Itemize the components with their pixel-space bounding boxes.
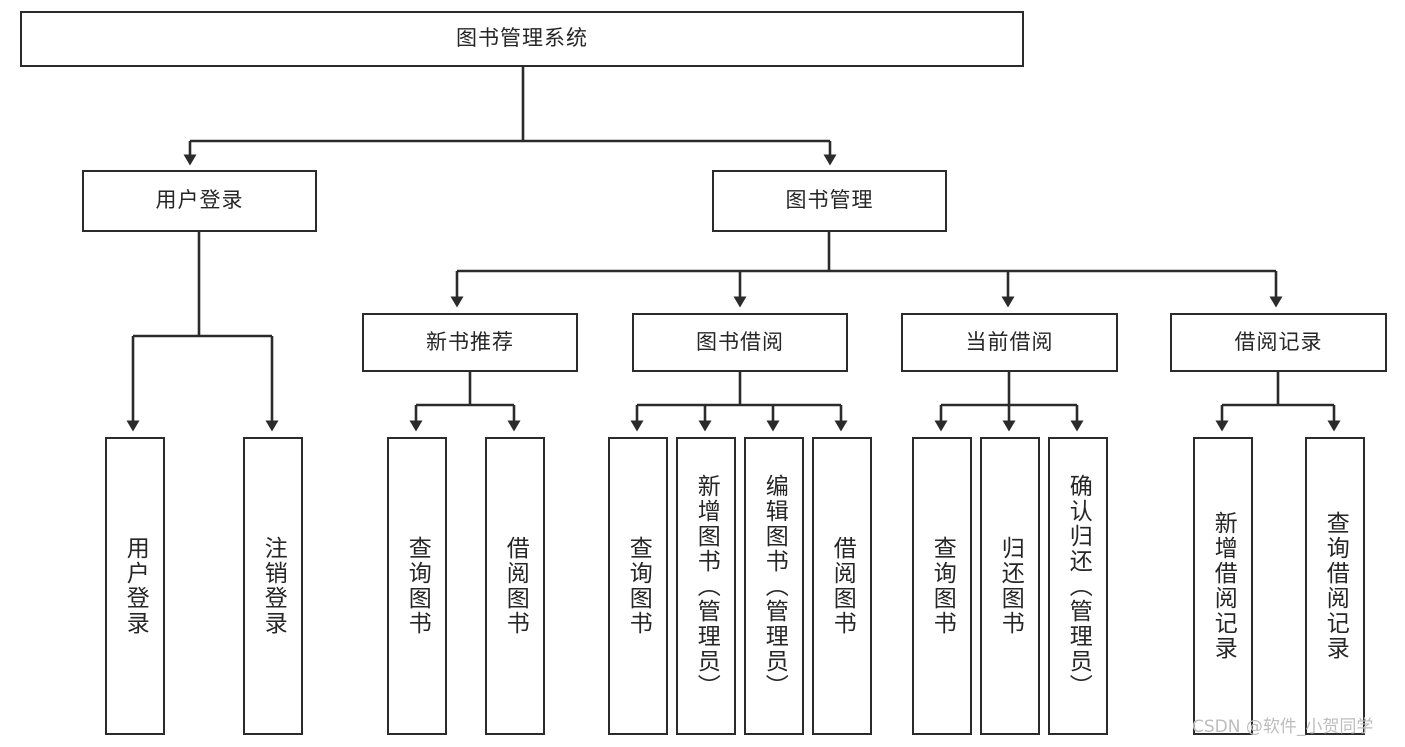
leaf-query-book-recommend[interactable]: 查询图书 [387,437,447,735]
node-label: 借阅图书 [829,536,856,636]
node-label: 用户登录 [155,188,244,213]
leaf-add-book-admin[interactable]: 新增图书（管理员） [676,437,736,735]
node-label: 图书管理 [785,188,874,213]
csdn-watermark: CSDN @软件_小贺同学 [1192,717,1374,737]
leaf-user-login[interactable]: 用户登录 [105,437,165,735]
node-label: 归还图书 [997,536,1024,636]
node-label: 确认归还（管理员） [1065,473,1092,699]
node-new-book-recommend[interactable]: 新书推荐 [362,313,578,372]
node-label: 图书管理系统 [456,26,588,51]
node-label: 借阅图书 [502,536,529,636]
node-label: 查询图书 [404,536,431,636]
node-label: 编辑图书（管理员） [761,473,788,699]
node-book-management[interactable]: 图书管理 [712,170,947,232]
leaf-borrow-book[interactable]: 借阅图书 [812,437,872,735]
leaf-borrow-book-recommend[interactable]: 借阅图书 [485,437,545,735]
node-label: 图书借阅 [696,329,784,354]
leaf-add-borrow-record[interactable]: 新增借阅记录 [1193,437,1253,735]
leaf-query-borrow-record[interactable]: 查询借阅记录 [1305,437,1365,735]
leaf-query-book-borrow[interactable]: 查询图书 [608,437,668,735]
leaf-confirm-return-admin[interactable]: 确认归还（管理员） [1048,437,1108,735]
node-label: 查询图书 [929,536,956,636]
node-borrow-records[interactable]: 借阅记录 [1170,313,1387,372]
node-label: 当前借阅 [965,329,1054,354]
leaf-user-logout[interactable]: 注销登录 [243,437,303,735]
node-label: 查询借阅记录 [1322,511,1349,661]
node-book-borrow[interactable]: 图书借阅 [632,313,848,372]
leaf-return-book[interactable]: 归还图书 [980,437,1040,735]
node-user-login[interactable]: 用户登录 [82,170,317,232]
node-label: 新增图书（管理员） [693,473,720,699]
node-label: 借阅记录 [1234,329,1323,354]
node-label: 注销登录 [260,536,287,636]
node-label: 新书推荐 [426,329,514,354]
leaf-query-book-current[interactable]: 查询图书 [912,437,972,735]
node-label: 查询图书 [625,536,652,636]
node-root-system[interactable]: 图书管理系统 [20,11,1024,67]
node-label: 新增借阅记录 [1210,511,1237,661]
node-label: 用户登录 [122,536,149,636]
node-current-borrow[interactable]: 当前借阅 [901,313,1118,372]
leaf-edit-book-admin[interactable]: 编辑图书（管理员） [744,437,804,735]
